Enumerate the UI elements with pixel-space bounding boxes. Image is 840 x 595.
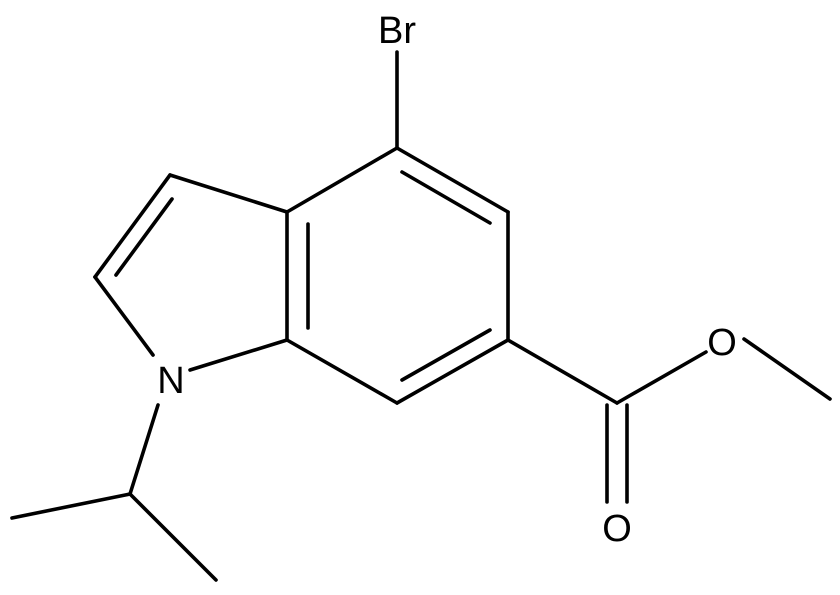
bond-ccarbonyl-o-ester (615, 350, 708, 405)
atom-label-bromine: Br (378, 10, 416, 52)
bond-n1-ch (128, 403, 160, 496)
bond-ch-methyl-left (10, 492, 132, 520)
atom-label-nitrogen: N (157, 360, 184, 402)
bond-c2-n1 (93, 275, 155, 357)
bond-c3-c2-inner (114, 197, 174, 277)
bond-ch-methyl-right (128, 492, 218, 582)
bond-c3-c2 (93, 173, 172, 279)
bond-c3a-c3 (168, 173, 289, 214)
atom-label-carbonyl-oxygen: O (602, 508, 632, 550)
atom-label-ester-oxygen: O (707, 322, 737, 364)
bond-c4-c5-inner (400, 170, 492, 225)
bond-c6-c7 (395, 338, 510, 405)
bond-c7-c7a (285, 338, 399, 405)
bond-c6-c7-inner (400, 328, 492, 382)
bond-c3a-c4 (285, 146, 399, 214)
bond-c6-ccarbonyl (506, 338, 619, 405)
bond-c4-c5 (395, 146, 510, 214)
bond-o-methyl (742, 337, 832, 401)
bond-n1-c7a (188, 338, 289, 372)
